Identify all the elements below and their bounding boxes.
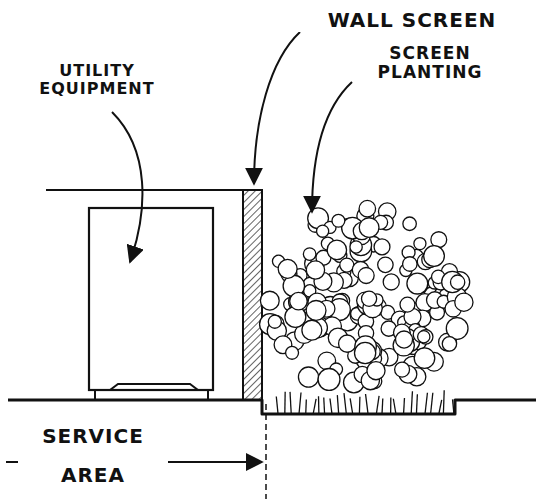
grass-tuft xyxy=(453,399,454,414)
grass-tuft xyxy=(390,398,391,414)
grass-tuft xyxy=(290,392,291,414)
label-text: SCREEN PLANTING xyxy=(350,44,510,81)
leader-line xyxy=(312,82,352,212)
leaf-cluster xyxy=(374,239,390,255)
grass-tuft xyxy=(431,393,433,414)
leader-line xyxy=(112,112,142,262)
leaf-cluster xyxy=(414,238,426,250)
leaf-cluster xyxy=(260,291,279,310)
leaf-cluster xyxy=(418,331,430,343)
roof-line xyxy=(46,189,243,191)
equipment-base xyxy=(95,384,208,400)
grass-tuft xyxy=(350,398,353,414)
leaf-cluster xyxy=(350,241,362,253)
grass-tuft xyxy=(403,398,405,414)
leaf-cluster xyxy=(358,268,374,284)
leaf-cluster xyxy=(290,292,307,309)
grass-tuft xyxy=(443,390,445,414)
grass-tuft xyxy=(359,397,361,414)
label-text: UTILITY EQUIPMENT xyxy=(22,62,172,99)
leaf-cluster xyxy=(302,320,322,340)
grass-tuft xyxy=(411,391,412,414)
leader-line xyxy=(254,32,300,184)
grass-tuft xyxy=(381,399,383,414)
grass-tuft xyxy=(276,397,278,414)
grass-tuft xyxy=(439,400,442,414)
leaf-cluster xyxy=(361,291,376,306)
grass-tuft xyxy=(305,400,307,414)
leaf-cluster xyxy=(442,337,456,351)
leaf-cluster xyxy=(419,330,433,344)
leaf-cluster xyxy=(286,346,299,359)
utility-equipment xyxy=(89,208,213,390)
grass-tuft xyxy=(416,394,418,414)
leaf-cluster xyxy=(378,257,393,272)
leaf-cluster xyxy=(367,362,385,380)
leaf-cluster xyxy=(298,367,318,387)
grass-tuft xyxy=(344,393,346,414)
leaf-cluster xyxy=(407,273,428,294)
label-text: SERVICE AREA xyxy=(18,417,168,495)
grass-tuft xyxy=(376,396,379,414)
leaf-cluster xyxy=(268,315,281,328)
leaf-cluster xyxy=(403,217,416,230)
leaf-cluster xyxy=(396,331,413,348)
leaf-cluster xyxy=(317,225,329,237)
leaf-cluster xyxy=(383,274,399,290)
leaf-cluster xyxy=(303,248,316,261)
leaf-cluster xyxy=(400,297,415,312)
grass-tuft xyxy=(366,394,369,414)
leaf-cluster xyxy=(455,293,473,311)
leaf-cluster xyxy=(413,327,429,343)
leaf-cluster xyxy=(359,218,379,238)
leaf-cluster xyxy=(414,348,435,369)
screen-planting xyxy=(260,200,473,414)
grass-tuft xyxy=(337,395,338,414)
leaf-cluster xyxy=(318,369,340,391)
grass-tuft xyxy=(330,399,332,414)
grass-tuft xyxy=(284,392,286,414)
wall-screen xyxy=(243,190,262,400)
grass-tuft xyxy=(299,393,301,414)
label-text: WALL SCREEN xyxy=(292,8,532,32)
leaf-cluster xyxy=(327,240,346,259)
boundary-line xyxy=(265,404,267,499)
grass-tuft xyxy=(313,399,316,414)
leaf-cluster xyxy=(450,275,464,289)
ground-line xyxy=(8,400,536,414)
leaf-cluster xyxy=(359,200,375,216)
leaf-cluster xyxy=(339,335,356,352)
leaf-cluster xyxy=(306,301,326,321)
grass-tuft xyxy=(323,397,325,414)
grass-tuft xyxy=(393,399,396,414)
grass-tuft xyxy=(425,393,427,414)
leaf-cluster xyxy=(306,261,324,279)
leaf-cluster xyxy=(332,214,345,227)
leaf-cluster xyxy=(403,257,417,271)
leaf-cluster xyxy=(424,246,445,267)
grass-tuft xyxy=(318,396,320,414)
leaf-cluster xyxy=(278,259,297,278)
leaf-cluster xyxy=(355,342,376,363)
leaf-cluster xyxy=(395,362,410,377)
